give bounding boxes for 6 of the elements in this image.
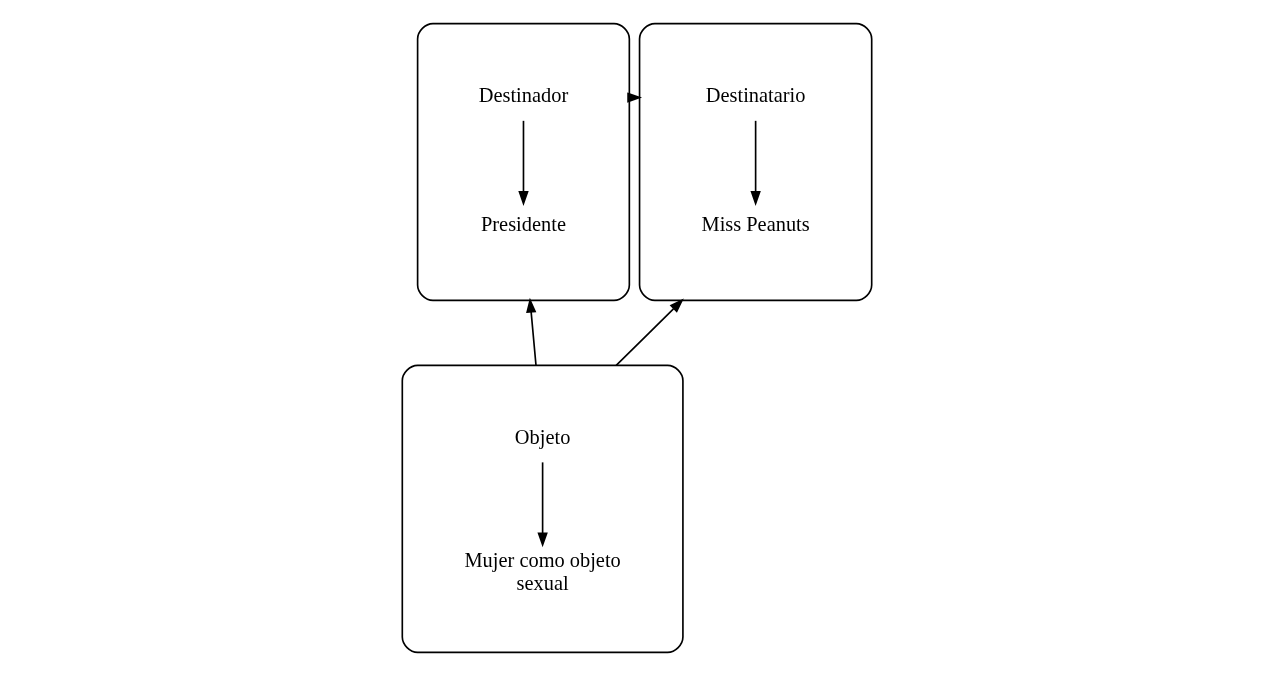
node-text: Miss Peanuts xyxy=(701,213,810,236)
node-text: Destinador xyxy=(478,84,568,107)
node-text: Destinatario xyxy=(705,84,805,107)
node-text: Presidente xyxy=(480,213,566,236)
node-text: Objeto xyxy=(514,426,570,449)
node-text: Mujer como objeto sexual xyxy=(463,548,621,594)
